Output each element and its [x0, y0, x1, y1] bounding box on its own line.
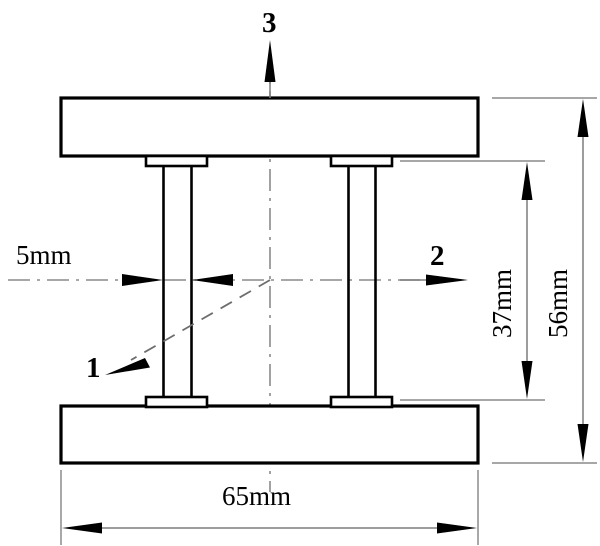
axis-1-shaft [130, 279, 271, 361]
axis-3-arrowhead-icon [264, 40, 276, 82]
dim-5mm-label: 5mm [16, 240, 72, 270]
axis-2-arrowhead-icon [426, 274, 468, 286]
dim-65mm-arrowhead-right-icon [437, 522, 477, 534]
left-rod-top-flange [144, 154, 209, 168]
top-plate [59, 96, 480, 158]
dim-56mm-arrowhead-top-icon [577, 99, 589, 137]
axis-2-label: 2 [430, 240, 445, 272]
axis-1-label: 1 [86, 352, 101, 384]
axis-1-arrowhead-icon [105, 358, 150, 375]
dim-37mm-arrowhead-top-icon [521, 162, 533, 200]
dim-5mm-arrowhead-left-icon [122, 274, 163, 286]
dim-37mm-arrowhead-bottom-icon [521, 361, 533, 399]
dim-65mm-arrowhead-left-icon [62, 522, 102, 534]
bottom-plate [59, 404, 480, 465]
dim-56mm-arrowhead-bottom-icon [577, 424, 589, 462]
axis-3-label: 3 [262, 7, 277, 39]
dim-65mm-label: 65mm [222, 481, 291, 511]
dim-5mm-arrowhead-right-icon [192, 274, 233, 286]
right-rod-bottom-flange [329, 395, 394, 409]
dim-37mm-label: 37mm [487, 269, 517, 338]
left-rod-bottom-flange [144, 395, 209, 409]
right-rod-top-flange [329, 154, 394, 168]
dim-56mm-label: 56mm [543, 269, 573, 338]
